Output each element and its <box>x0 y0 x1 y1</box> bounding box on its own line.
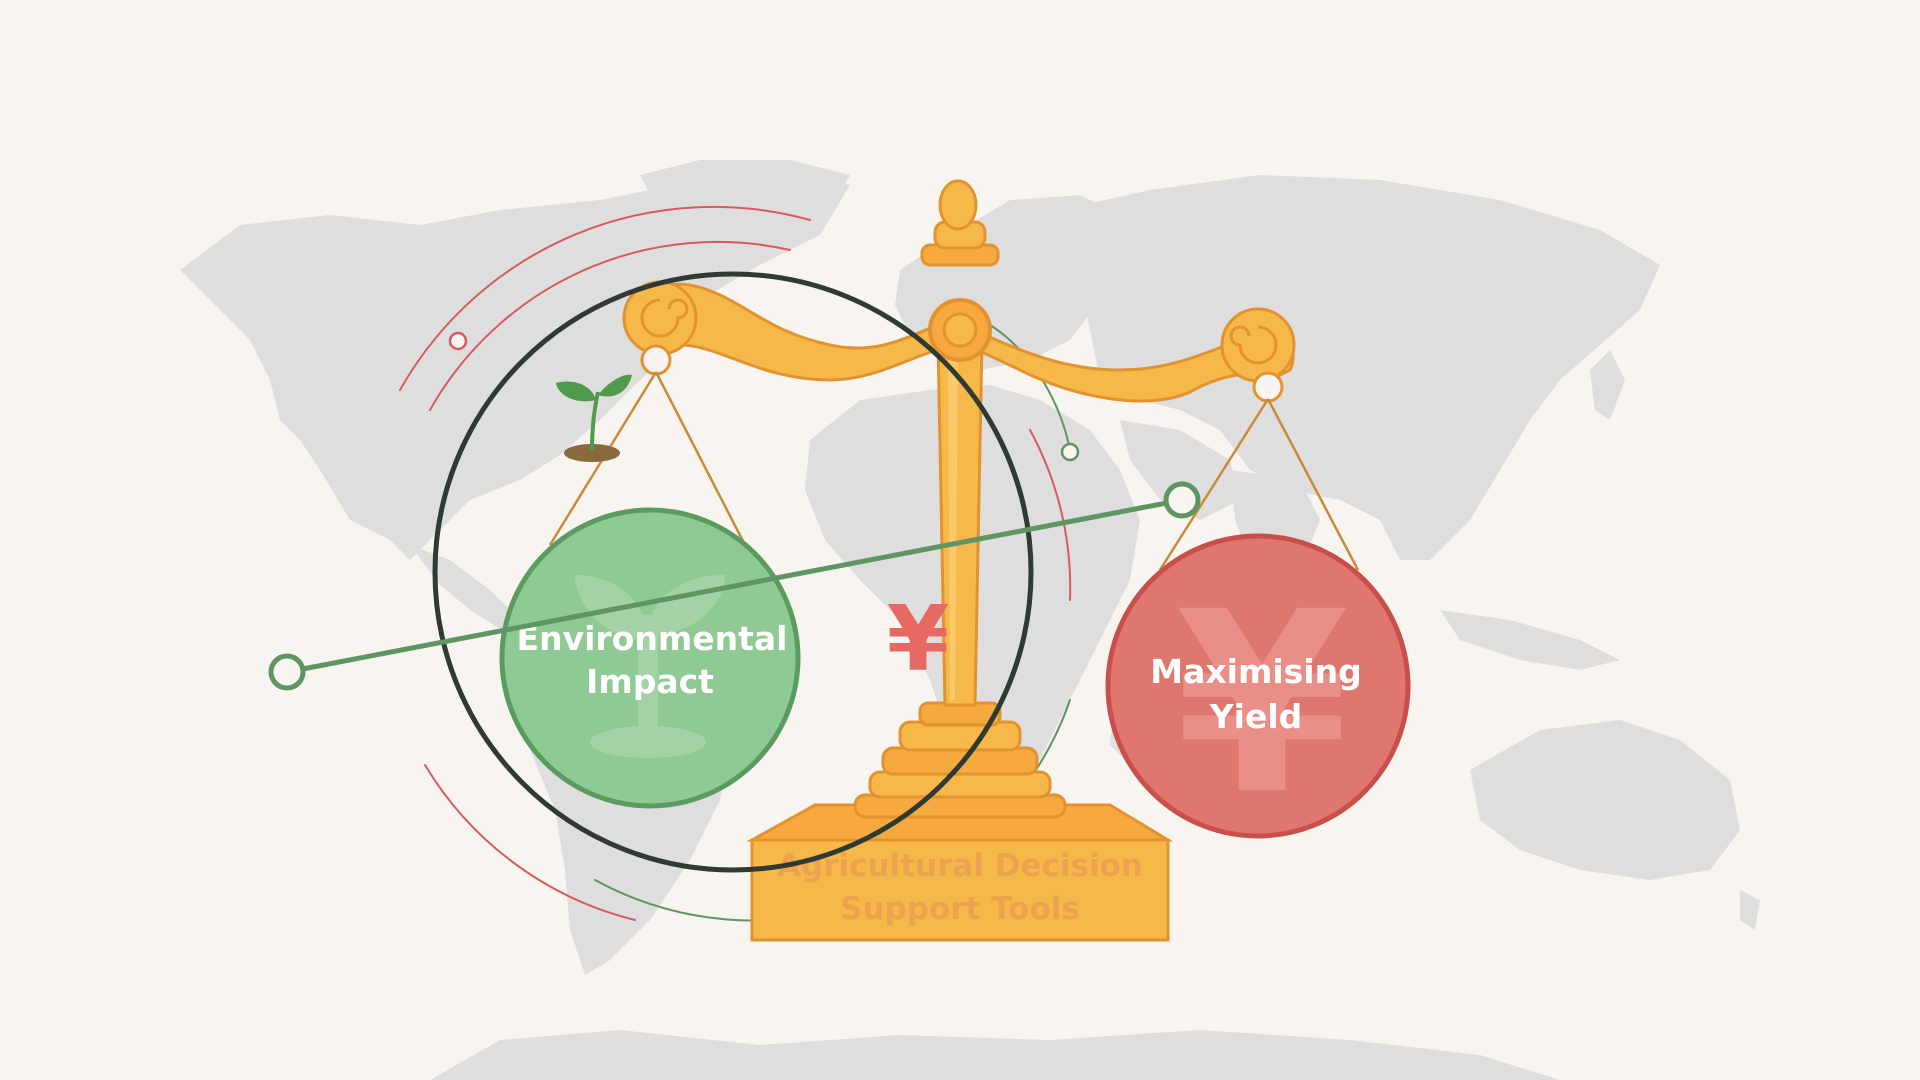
green-connector-line <box>268 481 1201 691</box>
map-japan <box>1590 350 1625 420</box>
map-new-zealand <box>1740 890 1760 930</box>
base-label-line1: Agricultural Decision <box>777 848 1143 884</box>
green-dot-right <box>1060 442 1080 462</box>
pedestal-tier-2 <box>881 746 1039 776</box>
beam-scroll-right-curl <box>1229 325 1278 365</box>
beam-scroll-right <box>1220 307 1296 383</box>
right-hook-ring <box>1252 371 1284 403</box>
left-string-b <box>654 371 747 546</box>
maximising-yield-line2: Yield <box>1209 697 1303 736</box>
right-string-b <box>1266 398 1360 571</box>
environmental-impact-line2: Impact <box>586 662 714 701</box>
sprout-leaf-left <box>556 381 596 402</box>
beam-scroll-left-curl <box>640 298 689 338</box>
beam-pivot-inner <box>942 312 978 348</box>
red-arc-top <box>399 205 811 391</box>
maximising-yield-line1: Maximising <box>1150 652 1361 691</box>
sprout-soil <box>564 444 620 462</box>
environmental-impact-pan: Environmental Impact <box>499 507 801 809</box>
map-asia <box>1060 175 1660 560</box>
pole-highlight <box>948 345 958 700</box>
base-label-line2: Support Tools <box>840 891 1080 927</box>
right-string-a <box>1158 398 1270 571</box>
sprout-stem <box>590 391 600 451</box>
map-greenland <box>640 160 850 260</box>
green-diagonal-line <box>286 497 1183 675</box>
left-hook-ring <box>640 344 672 376</box>
green-line-node-left <box>268 653 306 691</box>
environmental-impact-line1: Environmental <box>517 619 788 658</box>
map-arabia <box>1120 420 1240 520</box>
maximising-yield-pan: ¥ Maximising Yield <box>1105 533 1411 849</box>
red-pan-circle <box>1105 533 1411 839</box>
sprout-leaf-right <box>598 374 632 397</box>
red-arc-bottom <box>424 764 636 921</box>
red-dot-top-left <box>448 331 468 351</box>
scale-pedestal <box>853 701 1067 819</box>
map-antarctica <box>430 1030 1560 1080</box>
sprout-watermark-icon <box>575 575 725 758</box>
map-indonesia <box>1440 610 1620 670</box>
yen-watermark-icon: ¥ <box>1175 558 1349 849</box>
focus-ring <box>432 271 1034 873</box>
yen-icon: ¥ <box>887 587 950 692</box>
scale-base: Agricultural Decision Support Tools <box>746 803 1174 942</box>
pole-finial <box>938 179 978 231</box>
sprout-icon <box>556 374 632 462</box>
red-arc-top-inner <box>429 240 791 411</box>
red-arc-right <box>1029 429 1072 601</box>
map-australia <box>1470 720 1740 880</box>
green-line-node-right <box>1163 481 1201 519</box>
pedestal-tier-3 <box>868 770 1052 799</box>
map-north-america <box>180 170 850 560</box>
map-central-america <box>410 545 520 632</box>
